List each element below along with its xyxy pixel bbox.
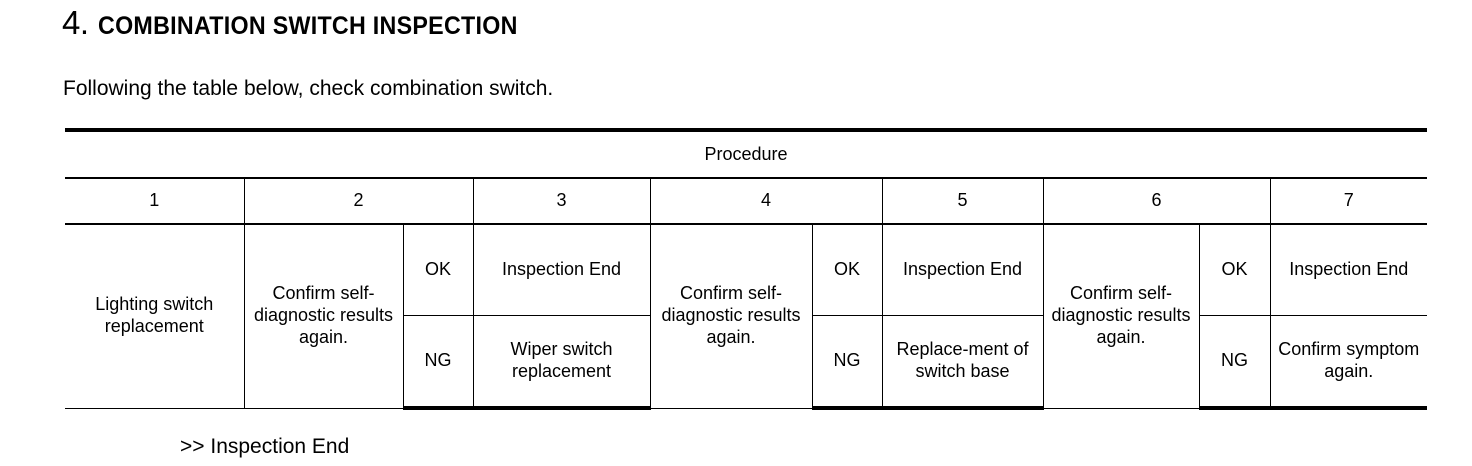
- cell-step2-judgement-ng: NG: [402, 315, 474, 410]
- table-number-row: 1 2 3 4 5 6 7: [65, 177, 1427, 225]
- cell-step5-ok-action: Inspection End: [881, 223, 1044, 316]
- table-row: NG Wiper switch replacement NG Replace-m…: [65, 315, 1427, 410]
- cell-step4-judgement-ng: NG: [811, 315, 883, 410]
- table-header-procedure: Procedure: [65, 128, 1427, 179]
- column-number-6: 6: [1042, 177, 1271, 225]
- cell-step4-action: Confirm self-diagnostic results again.: [649, 223, 813, 409]
- section-number: 4.: [62, 4, 89, 41]
- cell-step1-action: Lighting switch replacement: [65, 223, 245, 409]
- cell-step2-judgement-ok: OK: [402, 223, 474, 316]
- cell-step3-ok-action: Inspection End: [472, 223, 651, 316]
- column-number-5: 5: [881, 177, 1044, 225]
- cell-step3-ng-action: Wiper switch replacement: [472, 315, 651, 410]
- intro-text: Following the table below, check combina…: [63, 77, 554, 100]
- cell-step2-action: Confirm self-diagnostic results again.: [243, 223, 404, 409]
- column-number-4: 4: [649, 177, 883, 225]
- section-heading: 4. COMBINATION SWITCH INSPECTION: [62, 6, 549, 39]
- procedure-table: Procedure 1 2 3 4 5 6 7 Lighting switch …: [65, 128, 1427, 410]
- column-number-3: 3: [472, 177, 651, 225]
- column-number-1: 1: [65, 177, 245, 225]
- cell-step6-judgement-ok: OK: [1198, 223, 1271, 316]
- inspection-end-note: >> Inspection End: [180, 435, 350, 458]
- cell-step6-action: Confirm self-diagnostic results again.: [1042, 223, 1200, 409]
- cell-step7-ok-action: Inspection End: [1269, 223, 1427, 316]
- cell-step4-judgement-ok: OK: [811, 223, 883, 316]
- cell-step6-judgement-ng: NG: [1198, 315, 1271, 410]
- table-header-row: Procedure: [65, 128, 1427, 179]
- cell-step5-ng-action: Replace-ment of switch base: [881, 315, 1044, 410]
- column-number-2: 2: [243, 177, 474, 225]
- page-title: COMBINATION SWITCH INSPECTION: [97, 12, 518, 40]
- table-row: Lighting switch replacement Confirm self…: [65, 223, 1427, 409]
- cell-step7-ng-action: Confirm symptom again.: [1269, 315, 1427, 410]
- column-number-7: 7: [1269, 177, 1427, 225]
